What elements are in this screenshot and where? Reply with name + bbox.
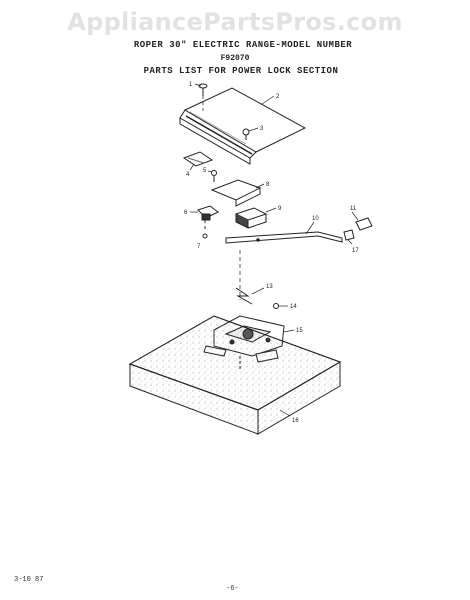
callout-10: 10 (312, 216, 319, 222)
callout-4: 4 (186, 172, 190, 178)
part-bracket (210, 179, 262, 207)
watermark: AppliancePartsPros.com (67, 8, 403, 36)
callout-7: 7 (197, 244, 201, 250)
part-screw-top (198, 83, 208, 96)
model-number: F92070 (220, 54, 250, 63)
part-lock-body (197, 205, 219, 221)
part-small-plate (182, 151, 214, 167)
callout-8: 8 (266, 182, 270, 188)
callout-17: 17 (352, 248, 359, 254)
callout-16: 16 (292, 418, 299, 424)
part-knob (343, 217, 373, 241)
footer-page-number: -6- (226, 585, 239, 593)
callout-14: 14 (290, 304, 297, 310)
callout-2: 2 (276, 94, 280, 100)
callout-1: 1 (189, 82, 193, 88)
part-spring (235, 287, 253, 305)
callout-13: 13 (266, 284, 273, 290)
callout-leaders (189, 83, 359, 417)
page-title: ROPER 30" ELECTRIC RANGE-MODEL NUMBER (133, 40, 353, 50)
part-pin-7 (202, 233, 208, 239)
part-insulation-block (128, 315, 342, 435)
callout-9: 9 (278, 206, 282, 212)
callout-5: 5 (203, 168, 207, 174)
callout-15: 15 (296, 328, 303, 334)
footer-date: 3-10 87 (14, 576, 44, 584)
callout-6: 6 (184, 210, 188, 216)
callout-3: 3 (260, 126, 264, 132)
part-latch-block (234, 207, 268, 229)
callout-11: 11 (350, 206, 357, 212)
part-screw-3 (242, 128, 250, 140)
part-screw-5 (211, 170, 217, 182)
part-screw-14 (273, 303, 279, 309)
part-cover-plate (179, 87, 307, 165)
part-lock-rod (225, 231, 343, 244)
page-subtitle: PARTS LIST FOR POWER LOCK SECTION (143, 66, 339, 76)
